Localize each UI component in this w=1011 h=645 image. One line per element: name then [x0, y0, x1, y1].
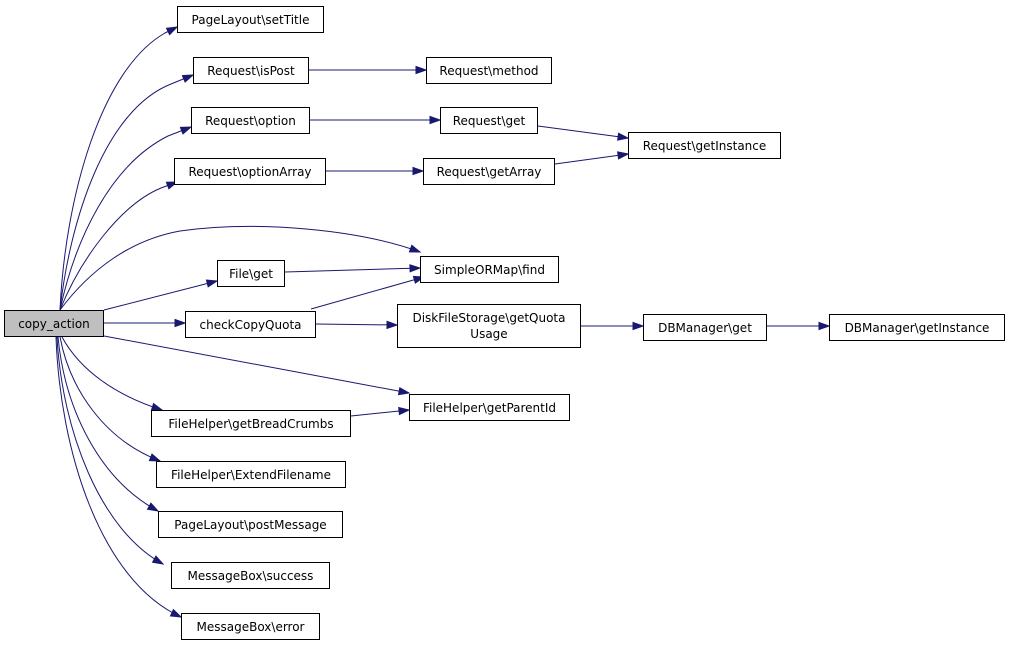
node-filehelper-getparentid[interactable]: FileHelper\getParentId [409, 394, 570, 421]
arrowhead-optionArray-to-getArray [412, 166, 425, 176]
node-request-optionarray[interactable]: Request\optionArray [174, 158, 326, 185]
arrowhead-copy_action-to-setTitle [165, 26, 179, 36]
node-request-get[interactable]: Request\get [440, 107, 538, 134]
arrowhead-getArray-to-getInstance [617, 151, 630, 160]
node-request-method[interactable]: Request\method [426, 57, 552, 84]
node-dbmanager-get[interactable]: DBManager\get [643, 314, 767, 341]
node-request-option[interactable]: Request\option [191, 107, 310, 134]
edge-copy_action-to-setTitle [59, 26, 178, 311]
edge-checkCopyQuota-to-find [310, 276, 425, 310]
edge-copy_action-to-isPost [59, 74, 194, 311]
arrowhead-fileGet-to-find [409, 264, 422, 273]
node-filehelper-extendfilename[interactable]: FileHelper\ExtendFilename [156, 461, 346, 488]
arrowhead-getQuotaUsage-to-dbGet [632, 321, 645, 331]
arrowhead-dbGet-to-dbGetInstance [818, 321, 831, 331]
node-messagebox-error[interactable]: MessageBox\error [181, 613, 320, 640]
edge-copy_action-to-success [56, 336, 164, 565]
edge-copy_action-to-postMessage [57, 336, 159, 512]
arrowhead-copy_action-to-fileGet [205, 279, 219, 288]
node-request-ispost[interactable]: Request\isPost [193, 57, 309, 84]
edge-getArray-to-getInstance [554, 153, 629, 165]
node-simpleormap-find[interactable]: SimpleORMap\find [420, 256, 559, 283]
edge-copy_action-to-find [59, 226, 421, 311]
node-messagebox-success[interactable]: MessageBox\success [171, 562, 330, 589]
edge-copy_action-to-optionArray [59, 181, 178, 311]
node-filehelper-getbreadcrumbs[interactable]: FileHelper\getBreadCrumbs [151, 410, 351, 437]
edge-copy_action-to-option [59, 126, 192, 311]
arrowhead-copy_action-to-find [408, 244, 422, 253]
edge-copy_action-to-getParentId [103, 335, 410, 394]
node-request-getarray[interactable]: Request\getArray [423, 158, 555, 185]
node-file-get[interactable]: File\get [217, 260, 285, 287]
arrowhead-copy_action-to-success [151, 555, 165, 565]
arrowhead-isPost-to-method [415, 65, 428, 75]
node-dbmanager-getinstance[interactable]: DBManager\getInstance [829, 314, 1005, 341]
edge-reqGet-to-getInstance [537, 125, 629, 139]
node-copy-action: copy_action [4, 310, 104, 337]
node-checkcopyquota[interactable]: checkCopyQuota [185, 311, 316, 338]
arrowhead-copy_action-to-extendFilename [148, 453, 162, 462]
arrowhead-checkCopyQuota-to-getQuotaUsage [386, 320, 399, 330]
node-pagelayout-postmessage[interactable]: PageLayout\postMessage [158, 511, 343, 538]
node-diskfilestorage-getquotausage[interactable]: DiskFileStorage\getQuota Usage [397, 304, 581, 348]
edge-copy_action-to-extendFilename [59, 336, 161, 462]
edge-copy_action-to-error [55, 336, 182, 618]
arrowhead-getBreadCrumbs-to-getParentId [398, 406, 411, 416]
arrowhead-copy_action-to-postMessage [146, 502, 160, 512]
node-request-getinstance[interactable]: Request\getInstance [628, 132, 781, 159]
node-pagelayout-settitle[interactable]: PageLayout\setTitle [177, 6, 324, 33]
call-graph-edges [55, 26, 831, 618]
arrowhead-copy_action-to-option [179, 126, 193, 135]
arrowhead-reqGet-to-getInstance [617, 132, 630, 141]
edge-checkCopyQuota-to-getQuotaUsage [315, 323, 398, 326]
edge-copy_action-to-getBreadCrumbs [61, 336, 163, 411]
arrowhead-copy_action-to-checkCopyQuota [174, 318, 187, 328]
edge-copy_action-to-fileGet [103, 280, 218, 311]
edge-fileGet-to-find [284, 267, 421, 273]
arrowhead-copy_action-to-error [169, 608, 183, 618]
arrowhead-copy_action-to-getParentId [397, 386, 411, 396]
arrowhead-option-to-reqGet [429, 115, 442, 125]
arrowhead-copy_action-to-isPost [181, 74, 195, 83]
